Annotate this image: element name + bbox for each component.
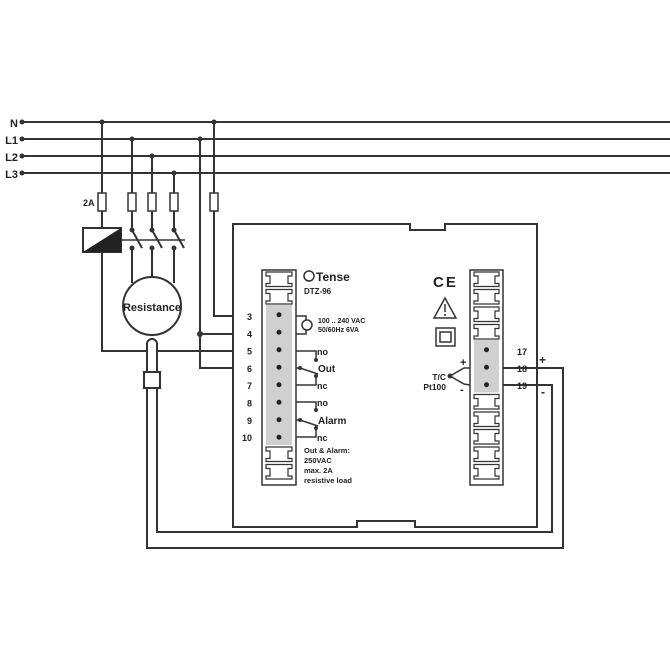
contactor-contacts <box>127 139 185 283</box>
svg-text:Out & Alarm:: Out & Alarm: <box>304 446 350 455</box>
cable-plus-label: + <box>539 353 546 367</box>
terminal-slot <box>473 323 500 340</box>
terminal-slot <box>473 306 500 323</box>
svg-text:100 .. 240 VAC: 100 .. 240 VAC <box>318 318 365 325</box>
terminal-slot <box>473 271 500 288</box>
sensor-probe-icon <box>143 338 161 389</box>
svg-text:nc: nc <box>317 433 328 443</box>
out-relay-icon <box>296 350 319 386</box>
svg-text:nc: nc <box>317 381 328 391</box>
terminal-slot <box>473 446 500 463</box>
alarm-label: Alarm <box>318 416 346 427</box>
terminal-slot <box>473 463 500 480</box>
load-label: Resistance <box>123 302 181 314</box>
svg-text:+: + <box>460 357 466 369</box>
sensor-pt100-label: Pt100 <box>423 382 446 392</box>
ac-supply-icon <box>301 319 313 331</box>
out-label: Out <box>318 364 336 375</box>
terminal-slot <box>265 288 293 305</box>
resistance-load <box>122 276 182 336</box>
supply-lines: N L1 L2 L3 <box>5 118 670 181</box>
terminal-slot <box>265 463 293 480</box>
label-n: N <box>10 118 18 130</box>
terminal-slot <box>473 428 500 445</box>
terminal-slot <box>265 446 293 463</box>
terminal-number: 8 <box>247 399 252 409</box>
model-name: DTZ-96 <box>304 287 332 296</box>
warning-icon <box>432 296 458 319</box>
svg-text:max. 2A: max. 2A <box>304 466 333 475</box>
terminal-number: 7 <box>247 381 252 391</box>
terminal-number: 9 <box>247 416 252 426</box>
brand-logo-icon <box>303 270 315 282</box>
terminal-number: 10 <box>242 433 252 443</box>
terminal-number: 17 <box>517 347 527 357</box>
right-terminal-block <box>469 269 504 486</box>
svg-text:250VAC: 250VAC <box>304 456 332 465</box>
terminal-number: 6 <box>247 364 252 374</box>
svg-text:no: no <box>317 398 328 408</box>
contactor-coil-icon <box>82 227 122 253</box>
terminal-slot <box>473 393 500 410</box>
thermocouple-symbol-icon <box>447 367 471 386</box>
terminal-slot <box>265 271 293 288</box>
terminal-slot <box>473 411 500 428</box>
svg-text:50/60Hz 6VA: 50/60Hz 6VA <box>318 327 359 334</box>
cable-minus-label: - <box>541 385 545 399</box>
label-l3: L3 <box>5 169 18 181</box>
terminal-number: 3 <box>247 312 252 322</box>
fuse-rating: 2A <box>83 198 95 208</box>
alarm-relay-icon <box>296 401 319 438</box>
sensor-tc-label: T/C <box>432 372 446 382</box>
terminal-slot <box>473 288 500 305</box>
terminal-number: 4 <box>247 329 252 339</box>
brand-name: Tense <box>316 270 350 284</box>
fuse-coil <box>97 192 107 212</box>
left-terminal-block <box>261 269 297 486</box>
svg-text:-: - <box>460 384 464 396</box>
svg-text:resistive load: resistive load <box>304 476 352 485</box>
controller-housing <box>232 223 538 528</box>
terminal-number: 19 <box>517 381 527 391</box>
ce-mark: CE <box>433 274 458 291</box>
svg-text:no: no <box>317 347 328 357</box>
label-l2: L2 <box>5 152 18 164</box>
double-insulation-icon <box>435 327 456 347</box>
fuse-supply <box>209 192 219 212</box>
terminal-number: 18 <box>517 364 527 374</box>
label-l1: L1 <box>5 135 18 147</box>
terminal-number: 5 <box>247 347 252 357</box>
